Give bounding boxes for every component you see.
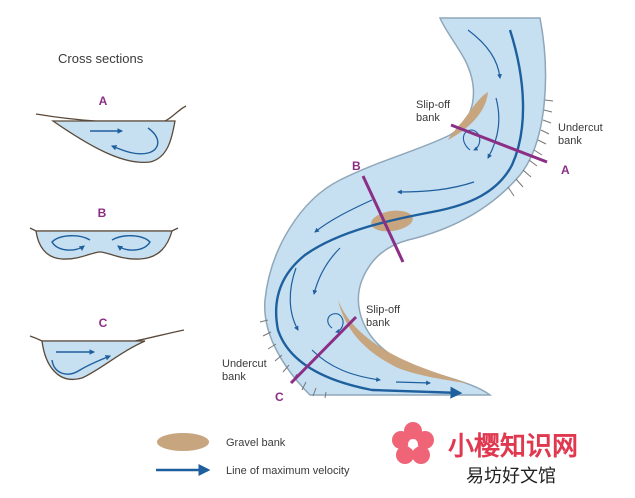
slip-off-label-mid-line1: Slip-off [366, 304, 401, 316]
watermark: 小樱知识网 易坊好文馆 [384, 405, 635, 498]
section-a-ground [35, 105, 187, 122]
section-line-b [361, 175, 405, 263]
section-c-water [41, 340, 146, 381]
flow-arrow-5 [312, 247, 341, 295]
flow-arrow-4 [314, 199, 373, 233]
flow-arrow-8 [395, 380, 431, 386]
slip-off-label-mid-line2: bank [366, 317, 390, 329]
legend: Gravel bank Line of maximum velocity [156, 433, 350, 477]
section-a-water [50, 120, 176, 164]
cross-sections-title: Cross sections [58, 51, 144, 66]
slip-off-label-top-line1: Slip-off [416, 99, 451, 111]
cross-section-b: B [29, 206, 179, 260]
watermark-line1: 小樱知识网 [448, 432, 578, 462]
river-meander [259, 17, 554, 399]
undercut-label-top-line1: Undercut [558, 122, 603, 134]
legend-gravel-label: Gravel bank [226, 437, 286, 449]
river-channel [264, 17, 547, 396]
section-c-ground [29, 329, 185, 342]
map-section-c: C [275, 390, 284, 404]
map-section-b: B [352, 159, 361, 173]
section-b-label: B [98, 206, 107, 220]
flow-arrow-3 [397, 181, 475, 195]
eddy-bottom [327, 313, 344, 334]
section-c-flow-loop [51, 355, 112, 375]
section-c-label: C [99, 316, 108, 330]
slip-off-label-top-line2: bank [416, 112, 440, 124]
section-line-c [289, 315, 358, 385]
sakura-logo-icon [392, 422, 434, 464]
legend-velocity-label: Line of maximum velocity [226, 465, 350, 477]
undercut-label-bottom-line1: Undercut [222, 358, 267, 370]
section-b-flow-right [111, 235, 151, 251]
map-section-a: A [561, 163, 570, 177]
flow-arrow-1 [467, 29, 502, 79]
flow-arrow-6 [289, 267, 299, 331]
undercut-label-top-line2: bank [558, 135, 582, 147]
section-a-flow-loop [110, 127, 159, 155]
section-a-label: A [99, 94, 108, 108]
max-velocity-line [274, 29, 525, 399]
eddy-top [462, 129, 481, 151]
gravel-bank-bottom [338, 300, 470, 384]
undercut-hatch-top [507, 99, 554, 197]
flow-arrow-2 [487, 97, 500, 159]
cross-section-c: C [29, 316, 185, 381]
legend-gravel-swatch [157, 433, 209, 451]
section-line-a [450, 123, 548, 164]
cross-section-a: A [35, 94, 187, 164]
section-b-flow-left [51, 235, 91, 251]
undercut-label-bottom-line2: bank [222, 371, 246, 383]
watermark-line2: 易坊好文馆 [466, 466, 556, 487]
section-b-water [35, 230, 173, 260]
